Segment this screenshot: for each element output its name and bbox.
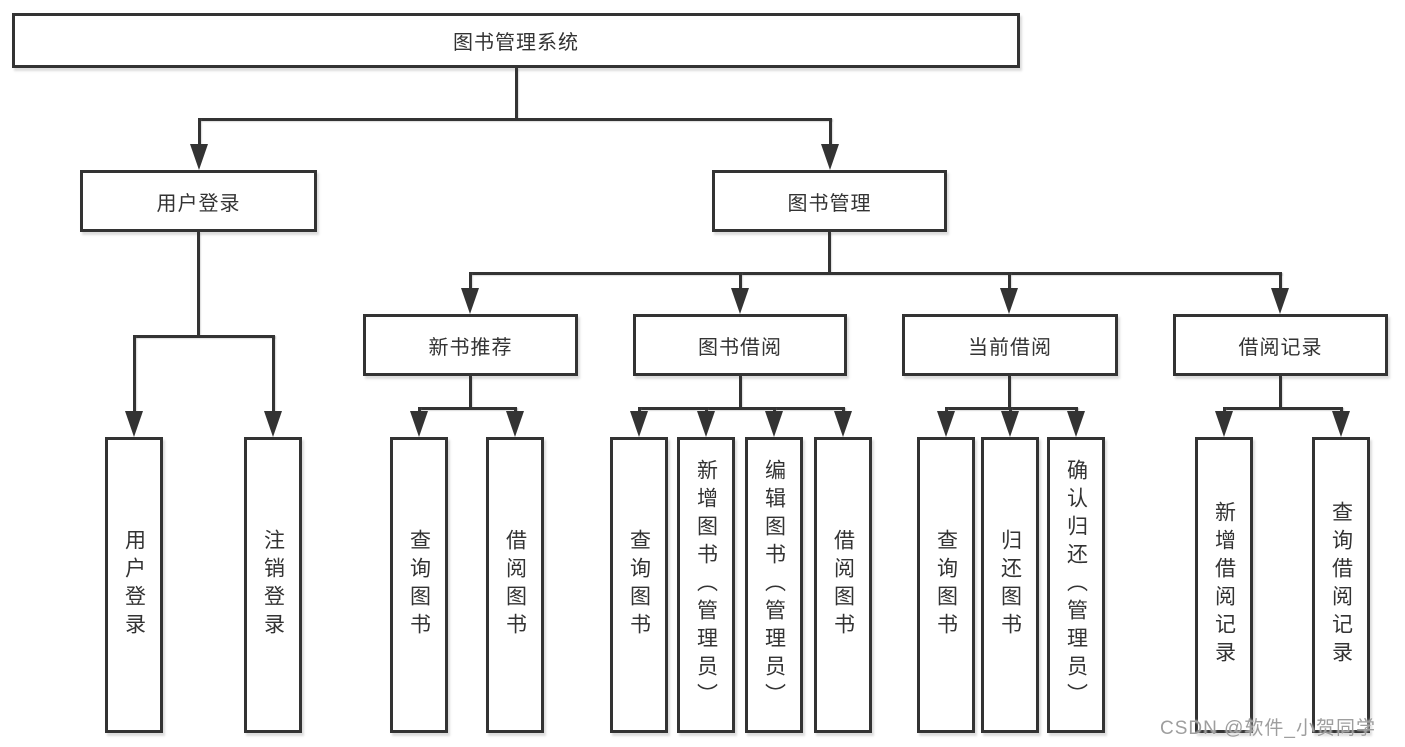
arrowhead-icon bbox=[264, 411, 282, 437]
connector-drop-borrowing-records bbox=[1279, 272, 1282, 290]
arrowhead-icon bbox=[697, 411, 715, 437]
connector-new-book-trunk bbox=[469, 376, 472, 407]
leaf-add-books-admin: 新增图书（管理员） bbox=[677, 437, 735, 733]
leaf-user-login-label: 用户登录 bbox=[122, 529, 146, 641]
connector-drop-current-borrowing bbox=[1008, 272, 1011, 290]
leaf-query-books-recommend-label: 查询图书 bbox=[407, 529, 431, 641]
connector-user-login-trunk bbox=[197, 232, 200, 335]
leaf-query-books-borrowing-label: 查询图书 bbox=[627, 529, 651, 641]
leaf-return-books: 归还图书 bbox=[981, 437, 1039, 733]
connector-drop bbox=[842, 407, 845, 413]
leaf-confirm-return-admin: 确认归还（管理员） bbox=[1047, 437, 1105, 733]
leaf-borrow-books-label: 借阅图书 bbox=[831, 529, 855, 641]
leaf-user-login: 用户登录 bbox=[105, 437, 163, 733]
connector-drop bbox=[705, 407, 708, 413]
connector-drop bbox=[514, 407, 517, 413]
arrowhead-icon bbox=[190, 144, 208, 170]
connector-root-branch bbox=[198, 118, 832, 121]
connector-drop-logout-leaf bbox=[272, 335, 275, 413]
arrowhead-icon bbox=[1001, 411, 1019, 437]
connector-drop-login-leaf bbox=[133, 335, 136, 413]
arrowhead-icon bbox=[125, 411, 143, 437]
leaf-borrow-books-recommend-label: 借阅图书 bbox=[503, 529, 527, 641]
leaf-add-borrow-record: 新增借阅记录 bbox=[1195, 437, 1253, 733]
leaf-query-books-current-label: 查询图书 bbox=[934, 529, 958, 641]
connector-root-trunk bbox=[515, 68, 518, 118]
connector-drop-book-management bbox=[829, 118, 832, 146]
node-new-book-recommend-label: 新书推荐 bbox=[428, 336, 513, 359]
leaf-logout-label: 注销登录 bbox=[261, 529, 285, 641]
leaf-query-books-recommend: 查询图书 bbox=[390, 437, 448, 733]
leaf-borrow-books: 借阅图书 bbox=[814, 437, 872, 733]
connector-drop bbox=[638, 407, 641, 413]
node-new-book-recommend: 新书推荐 bbox=[363, 314, 578, 376]
node-book-management-label: 图书管理 bbox=[787, 192, 872, 215]
connector-drop-new-book bbox=[469, 272, 472, 290]
leaf-edit-books-admin: 编辑图书（管理员） bbox=[745, 437, 803, 733]
node-root-system: 图书管理系统 bbox=[12, 13, 1020, 68]
connector-drop bbox=[1340, 407, 1343, 413]
arrowhead-icon bbox=[937, 411, 955, 437]
leaf-query-borrow-record-label: 查询借阅记录 bbox=[1329, 501, 1353, 669]
arrowhead-icon bbox=[410, 411, 428, 437]
arrowhead-icon bbox=[1000, 288, 1018, 314]
arrowhead-icon bbox=[1271, 288, 1289, 314]
connector-current-borrowing-trunk bbox=[1008, 376, 1011, 407]
leaf-query-books-borrowing: 查询图书 bbox=[610, 437, 668, 733]
connector-borrowing-records-trunk bbox=[1279, 376, 1282, 407]
csdn-watermark: CSDN @软件_小贺同学 bbox=[1160, 718, 1376, 739]
connector-drop bbox=[1223, 407, 1226, 413]
leaf-query-borrow-record: 查询借阅记录 bbox=[1312, 437, 1370, 733]
arrowhead-icon bbox=[1332, 411, 1350, 437]
leaf-edit-books-admin-label: 编辑图书（管理员） bbox=[762, 459, 786, 711]
node-book-management: 图书管理 bbox=[712, 170, 947, 232]
node-current-borrowing-label: 当前借阅 bbox=[968, 336, 1052, 359]
arrowhead-icon bbox=[731, 288, 749, 314]
leaf-borrow-books-recommend: 借阅图书 bbox=[486, 437, 544, 733]
leaf-return-books-label: 归还图书 bbox=[998, 529, 1022, 641]
leaf-add-borrow-record-label: 新增借阅记录 bbox=[1212, 501, 1236, 669]
node-book-borrowing-label: 图书借阅 bbox=[698, 336, 782, 359]
connector-drop-user-login bbox=[198, 118, 201, 146]
connector-user-login-branch bbox=[133, 335, 275, 338]
node-borrowing-records: 借阅记录 bbox=[1173, 314, 1388, 376]
connector-borrowing-records-leafbranch bbox=[1223, 407, 1343, 410]
leaf-logout: 注销登录 bbox=[244, 437, 302, 733]
node-user-login: 用户登录 bbox=[80, 170, 317, 232]
node-user-login-label: 用户登录 bbox=[156, 192, 241, 215]
connector-drop bbox=[1009, 407, 1012, 413]
node-book-borrowing: 图书借阅 bbox=[633, 314, 847, 376]
leaf-add-books-admin-label: 新增图书（管理员） bbox=[694, 459, 718, 711]
connector-drop bbox=[773, 407, 776, 413]
node-current-borrowing: 当前借阅 bbox=[902, 314, 1118, 376]
connector-book-borrowing-leafbranch bbox=[638, 407, 845, 410]
connector-book-borrowing-trunk bbox=[739, 376, 742, 407]
connector-drop-book-borrowing bbox=[739, 272, 742, 290]
connector-book-management-branch bbox=[469, 272, 1282, 275]
connector-drop bbox=[418, 407, 421, 413]
connector-drop bbox=[945, 407, 948, 413]
arrowhead-icon bbox=[765, 411, 783, 437]
arrowhead-icon bbox=[834, 411, 852, 437]
arrowhead-icon bbox=[1067, 411, 1085, 437]
arrowhead-icon bbox=[1215, 411, 1233, 437]
node-borrowing-records-label: 借阅记录 bbox=[1238, 336, 1323, 359]
connector-book-management-trunk bbox=[828, 232, 831, 272]
leaf-confirm-return-admin-label: 确认归还（管理员） bbox=[1064, 459, 1088, 711]
connector-drop bbox=[1075, 407, 1078, 413]
arrowhead-icon bbox=[821, 144, 839, 170]
arrowhead-icon bbox=[630, 411, 648, 437]
arrowhead-icon bbox=[506, 411, 524, 437]
connector-new-book-branch bbox=[418, 407, 517, 410]
arrowhead-icon bbox=[461, 288, 479, 314]
node-root-label: 图书管理系统 bbox=[453, 32, 579, 54]
leaf-query-books-current: 查询图书 bbox=[917, 437, 975, 733]
